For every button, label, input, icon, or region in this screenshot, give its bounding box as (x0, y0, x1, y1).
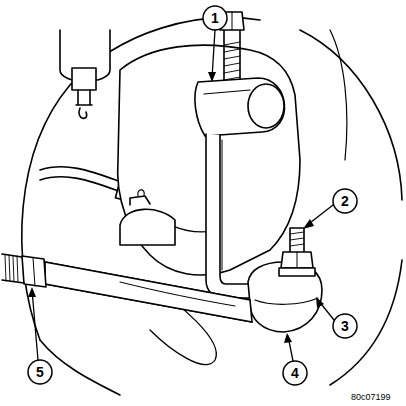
callout-number: 2 (341, 194, 349, 208)
callout-number: 5 (36, 365, 44, 379)
figure-id: 80c07199 (351, 393, 391, 402)
callout-number: 1 (211, 11, 219, 25)
callout-number: 4 (291, 366, 299, 380)
callout-number: 3 (341, 319, 349, 333)
